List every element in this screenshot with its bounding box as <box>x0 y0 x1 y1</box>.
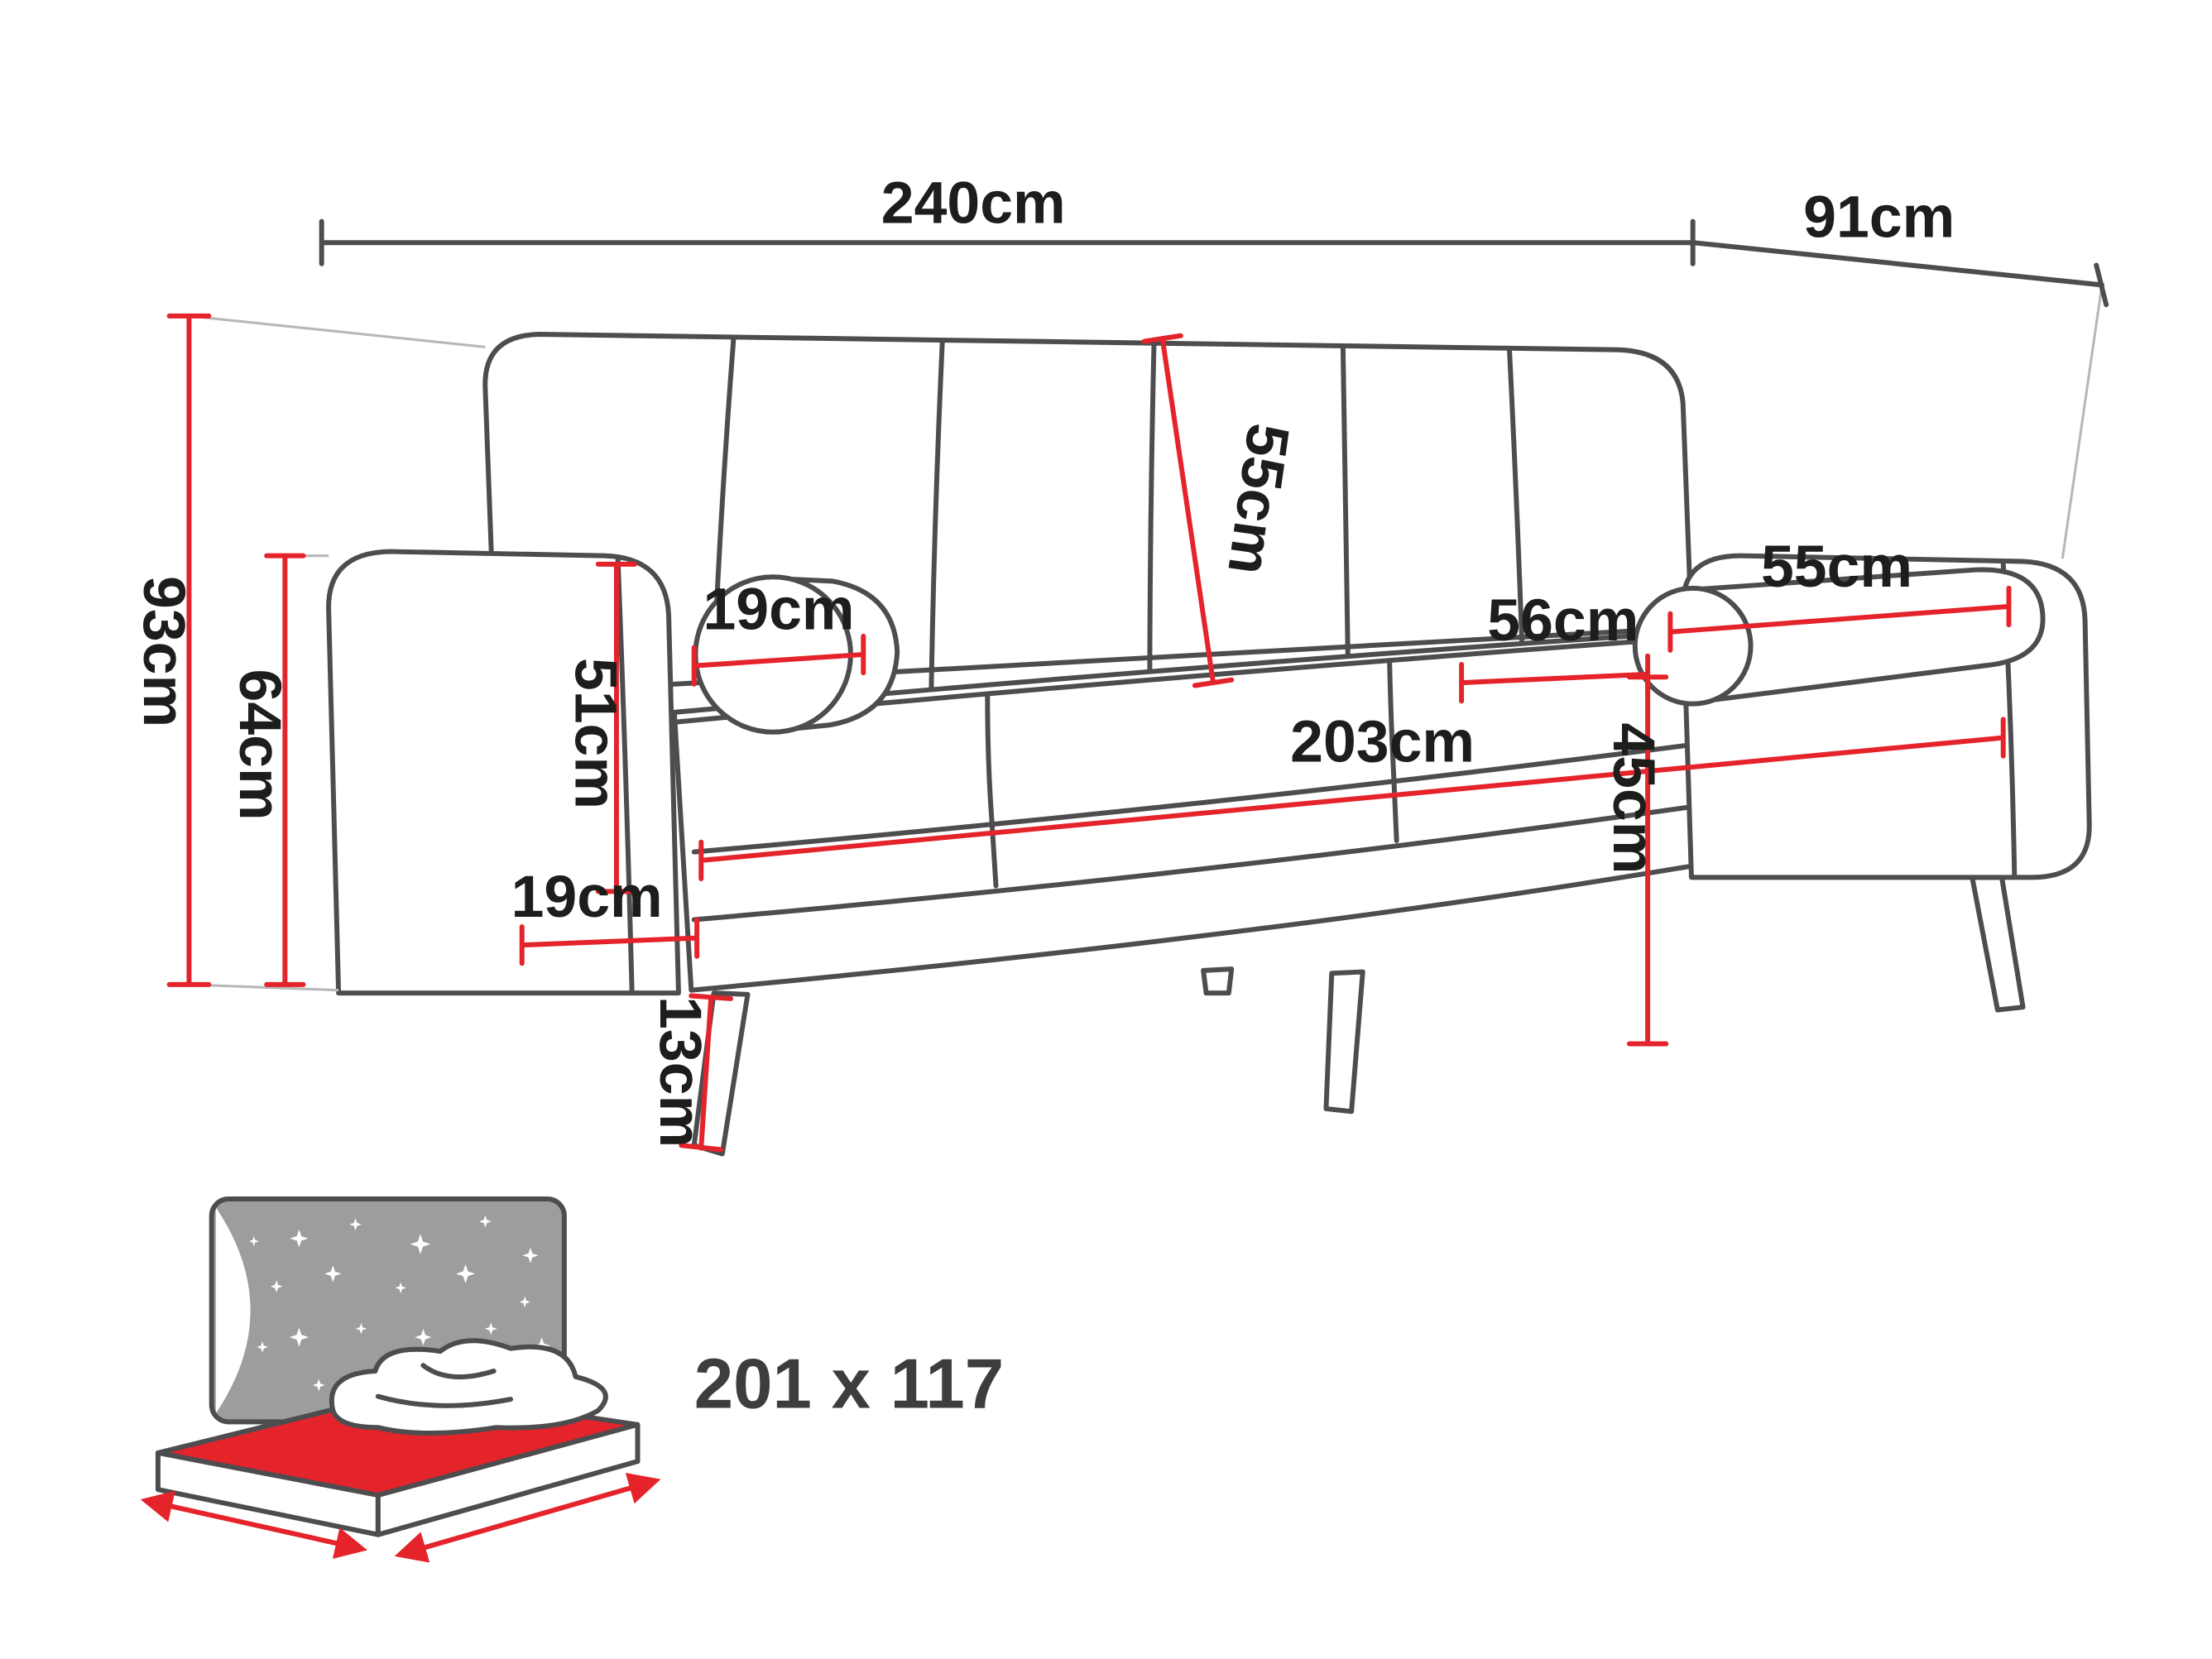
cushion-front-top-edge <box>691 742 1694 855</box>
fold-out-bed-icon: 201 x 117 <box>140 1196 1004 1563</box>
label-bolster-diameter: 19cm <box>703 576 854 642</box>
label-leg-height: 13cm <box>647 996 713 1148</box>
dimension-line-seat-width <box>698 735 2006 863</box>
dimension-line-total-depth <box>1690 240 2105 288</box>
duvet-fold <box>420 1363 497 1380</box>
dimension-lines-black <box>319 218 2109 308</box>
dimension-line-seat-depth <box>1459 671 1651 686</box>
sofa-leg-right <box>1970 875 2026 1013</box>
label-seat-depth: 56cm <box>1487 587 1639 654</box>
tick <box>689 993 734 1001</box>
label-seat-height: 45cm <box>1600 722 1667 874</box>
sofa-center-support <box>1201 966 1235 996</box>
label-armrest-width: 19cm <box>511 864 663 930</box>
tick <box>1192 677 1235 688</box>
dimension-lines-red <box>166 313 2012 1153</box>
duvet-fold <box>375 1393 514 1408</box>
cushion-seam <box>985 694 999 889</box>
extension-line <box>189 983 339 992</box>
extension-lines <box>189 285 2104 992</box>
label-total-depth: 91cm <box>1803 184 1955 250</box>
extension-line <box>2061 285 2104 559</box>
dimension-line-bolster-diameter <box>691 652 866 669</box>
dimension-line-armrest-width <box>519 935 700 948</box>
label-total-height: 93cm <box>131 576 197 727</box>
label-armrest-inner-height: 51cm <box>563 658 629 809</box>
label-seat-width: 203cm <box>1290 709 1475 775</box>
bed-length-arrow <box>394 1472 661 1563</box>
bolster-right-body <box>1690 567 2046 705</box>
bed-duvet <box>329 1338 608 1436</box>
backrest-seam <box>928 338 945 705</box>
extension-line <box>189 314 486 348</box>
backrest-seam <box>1147 341 1157 708</box>
label-total-width: 240cm <box>881 170 1066 236</box>
tick <box>679 1143 724 1153</box>
headboard-moon-swoosh <box>215 1207 251 1414</box>
sofa-leg-middle <box>1323 969 1365 1115</box>
bed-width-arrow <box>140 1490 367 1559</box>
dimension-line-leg-height <box>698 995 714 1151</box>
dimension-labels: 240cm 91cm 93cm 64cm 55cm 19cm 55cm 56cm… <box>131 170 1955 1148</box>
sofa-leg-front-left <box>691 990 751 1157</box>
tick <box>1141 333 1183 344</box>
cushion-front-bottom-edge <box>691 804 1694 923</box>
label-bolster-length: 55cm <box>1761 534 1912 600</box>
cushion-seam <box>1387 659 1399 843</box>
dimension-line-backrest-height <box>1159 336 1216 686</box>
label-armrest-height: 64cm <box>227 669 293 821</box>
dimension-line-bolster-length <box>1667 604 2012 635</box>
armrest-left-outline <box>326 549 681 996</box>
sleeping-area-label: 201 x 117 <box>694 1345 1004 1423</box>
tick <box>2094 262 2109 308</box>
bolster-right-end <box>1632 585 1754 707</box>
armrest-left-seam <box>615 556 635 996</box>
